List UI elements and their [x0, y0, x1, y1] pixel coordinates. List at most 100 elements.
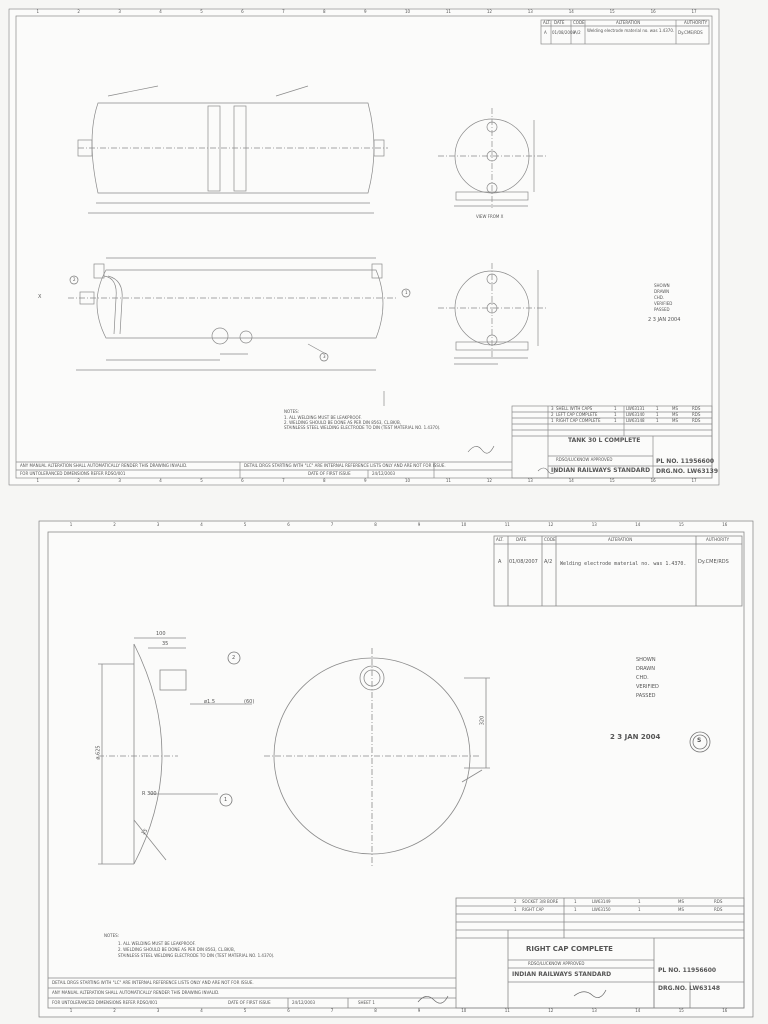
border-number: 8 — [374, 522, 377, 527]
border-number: 8 — [374, 1008, 377, 1013]
rev-header-alteration: ALTERATION — [608, 537, 633, 542]
border-number: 2 — [113, 1008, 116, 1013]
parts-list-cell: 1 — [614, 406, 617, 411]
border-number: 7 — [330, 1008, 334, 1013]
view-arrow-x: X — [38, 294, 42, 300]
border-number: 15 — [609, 9, 615, 14]
border-number: 14 — [568, 9, 574, 14]
rev-date: 01/08/2008 — [552, 30, 576, 35]
border-number: 5 — [200, 478, 203, 483]
border-number: 10 — [461, 1008, 467, 1013]
border-number: 9 — [364, 478, 367, 483]
border-number: 5 — [243, 522, 247, 527]
border-number: 1 — [36, 478, 40, 483]
footer-tolerance-note: FOR UNTOLERANCED DIMENSIONS REFER RDSO/0… — [20, 471, 126, 476]
border-number: 12 — [548, 522, 554, 527]
parts-list-cell: 2 — [551, 412, 554, 417]
footer-first-issue-label: DATE OF FIRST ISSUE — [308, 471, 351, 476]
border-number: 6 — [241, 9, 244, 14]
parts-list-cell: 1 — [614, 412, 617, 417]
pl-number: PL NO. 11956600 — [658, 967, 717, 974]
border-number: 10 — [404, 478, 411, 483]
parts-list-cell: RIGHT CAP — [522, 907, 544, 912]
border-number: 4 — [159, 478, 162, 483]
rev-date: 01/08/2007 — [509, 559, 538, 565]
parts-list-cell: MS — [672, 412, 678, 417]
border-number: 17 — [691, 478, 697, 483]
parts-list-cell: MS — [672, 418, 678, 423]
note-line-1: 1. ALL WELDING MUST BE LEAKPROOF. — [118, 941, 196, 946]
approval-authority: RDSO/LUCKNOW APPROVED — [556, 457, 613, 462]
parts-list-cell: 1 — [614, 418, 617, 423]
footer-invalid-note: ANY MANUAL ALTERATION SHALL AUTOMATICALL… — [20, 463, 188, 468]
balloon-3: 3 — [323, 354, 326, 359]
border-number: 6 — [287, 522, 290, 527]
parts-list-cell: 1 — [638, 907, 641, 912]
border-number: 2 — [77, 9, 80, 14]
rev-code: A/2 — [574, 30, 581, 35]
tank-drawing-linework — [8, 8, 720, 486]
border-number: 14 — [635, 522, 641, 527]
border-number: 7 — [330, 522, 334, 527]
rev-authority: Dy.CME/RDS — [678, 30, 703, 35]
border-number: 5 — [243, 1008, 247, 1013]
date-stamp: 2 3 JAN 2004 — [610, 733, 661, 741]
note-line-3: STAINLESS STEEL WELDING ELECTRODE TO DIN… — [118, 953, 275, 958]
seal-mark: S — [697, 737, 702, 744]
parts-list-cell: RDS — [714, 899, 723, 904]
border-number: 7 — [282, 9, 285, 14]
parts-list-cell: SOCKET 3/8 BORE — [522, 899, 559, 904]
border-number: 17 — [691, 9, 697, 14]
note-line-2: 2. WELDING SHOULD BE DONE AS PER DIN 856… — [118, 947, 235, 952]
parts-list-cell: MS — [672, 406, 678, 411]
parts-list-cell: MS — [678, 899, 684, 904]
border-number: 3 — [118, 9, 121, 14]
rev-header-alt: ALT. — [543, 20, 551, 25]
border-number: 4 — [200, 1008, 203, 1013]
dim-35: 35 — [162, 641, 169, 647]
parts-list-cell: 1 — [656, 406, 659, 411]
rev-header-code: CODE — [544, 537, 556, 542]
border-number: 2 — [77, 478, 80, 483]
border-number: 3 — [156, 1008, 160, 1013]
note-line-2: 2. WELDING SHOULD BE DONE AS PER DIN 856… — [284, 420, 401, 425]
border-number: 16 — [722, 1008, 728, 1013]
border-number: 12 — [486, 478, 492, 483]
sheet-number: SHEET 1 — [358, 1000, 375, 1005]
standard-name: INDIAN RAILWAYS STANDARD — [551, 467, 651, 474]
footer-first-issue-label: DATE OF FIRST ISSUE — [228, 1000, 271, 1005]
parts-list-cell: 2 — [514, 899, 517, 904]
border-number: 6 — [287, 1008, 290, 1013]
footer-first-issue-date: 24/12/2003 — [292, 1000, 316, 1005]
border-number: 15 — [678, 522, 684, 527]
drawing-title: TANK 30 L COMPLETE — [568, 437, 641, 444]
parts-list-cell: 3 — [551, 406, 554, 411]
dim-r300: R 300 — [142, 791, 157, 797]
rev-header-alteration: ALTERATION — [616, 20, 641, 25]
border-number: 15 — [609, 478, 615, 483]
rev-alteration: Welding electrode material no. was 1.437… — [560, 561, 687, 567]
parts-list-cell: 1 — [638, 899, 641, 904]
footer-invalid-note: ANY MANUAL ALTERATION SHALL AUTOMATICALL… — [52, 990, 220, 995]
rev-header-date: DATE — [516, 537, 527, 542]
footer-tolerance-note: FOR UNTOLERANCED DIMENSIONS REFER RDSO/0… — [52, 1000, 158, 1005]
parts-list-cell: 1 — [551, 418, 554, 423]
border-number: 8 — [323, 478, 326, 483]
parts-list-cell: LW63149 — [592, 899, 611, 904]
date-stamp: 2 3 JAN 2004 — [648, 317, 681, 323]
rev-alt: A — [544, 30, 547, 35]
footer-reference-note: DETAIL DRGS STARTING WITH "LC" ARE INTER… — [52, 980, 254, 985]
parts-list-cell: LW63140 — [626, 412, 645, 417]
dim-320: 320 — [479, 715, 486, 726]
parts-list-cell: LW63131 — [626, 406, 645, 411]
parts-list-cell: LEFT CAP COMPLETE — [556, 412, 598, 417]
border-number: 11 — [504, 522, 510, 527]
border-number: 14 — [568, 478, 574, 483]
border-number: 11 — [445, 9, 451, 14]
border-number: 4 — [200, 522, 203, 527]
border-number: 13 — [527, 478, 533, 483]
border-number: 11 — [445, 478, 451, 483]
border-number: 1 — [69, 522, 73, 527]
border-number: 3 — [118, 478, 121, 483]
parts-list-cell: LW63150 — [592, 907, 611, 912]
